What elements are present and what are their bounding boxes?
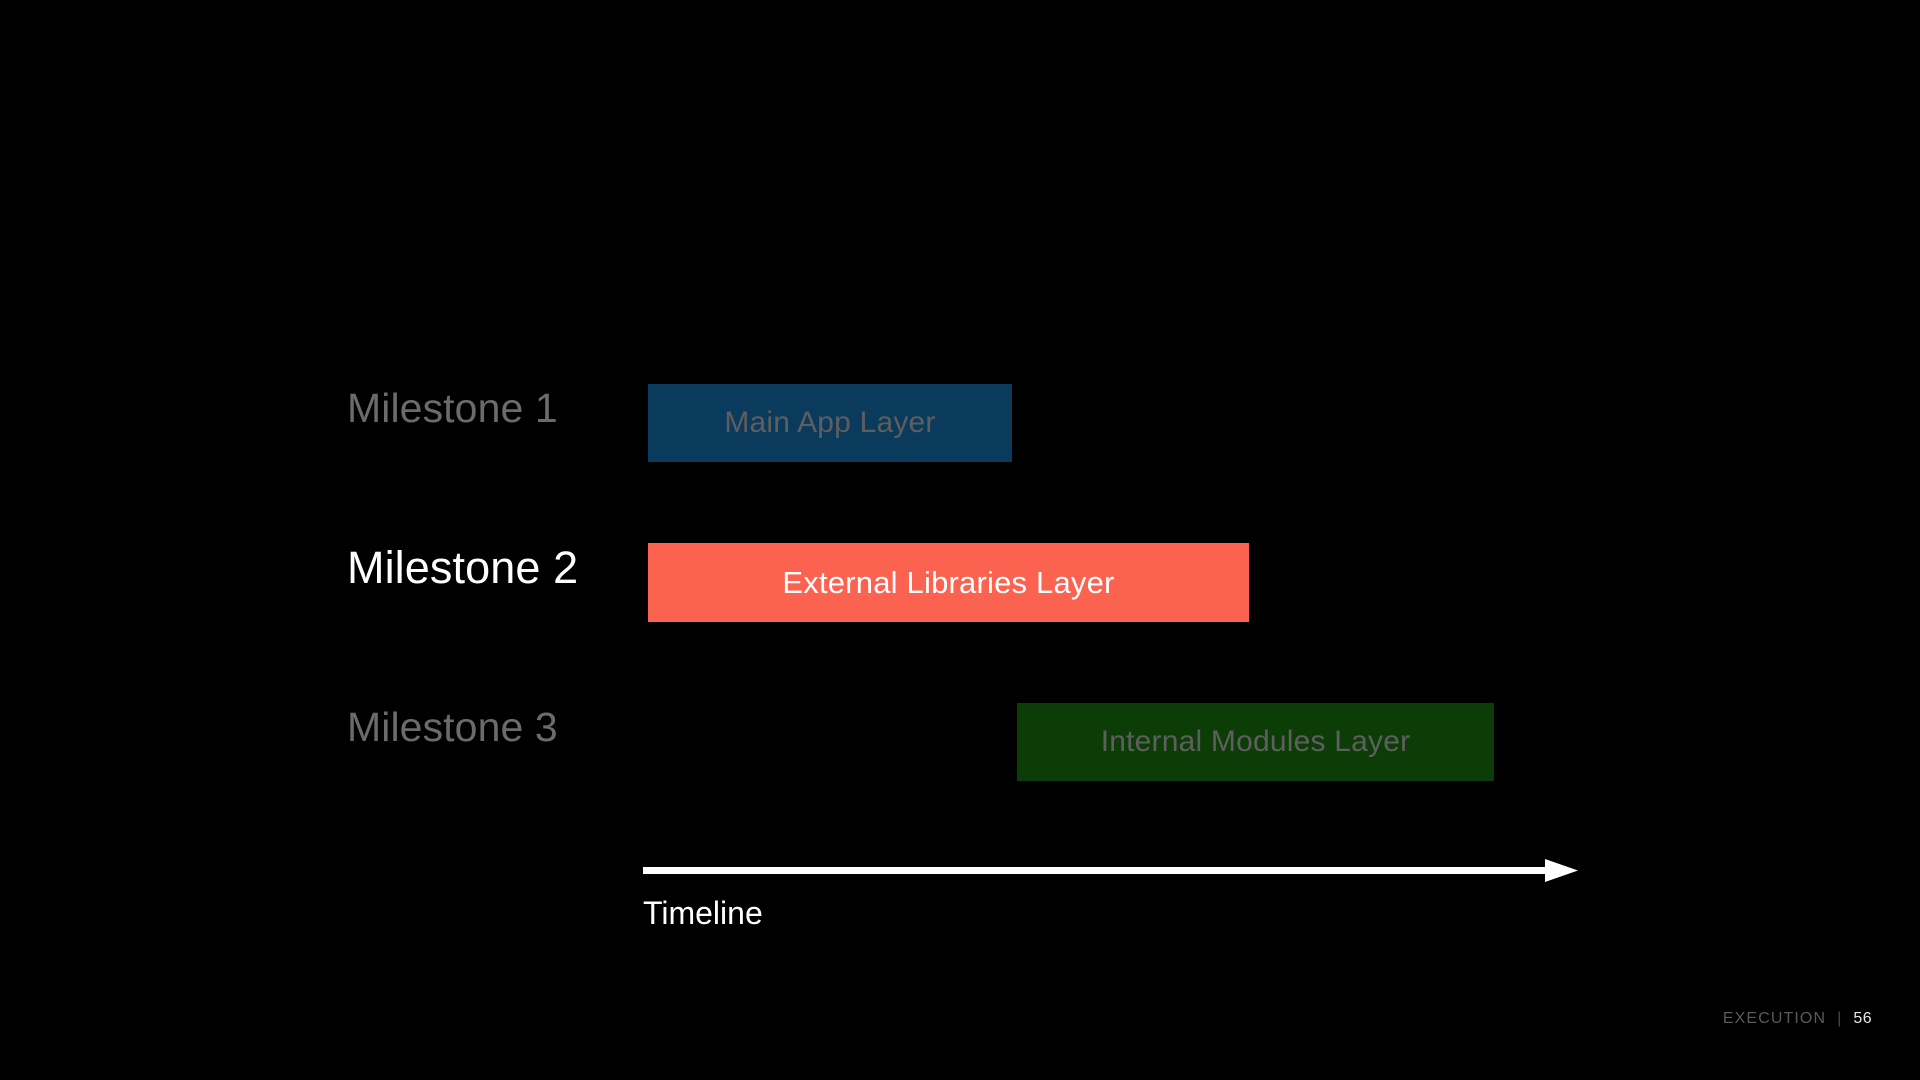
milestone-row: Milestone 1 Main App Layer bbox=[0, 384, 1920, 464]
milestone-bar-1: Main App Layer bbox=[648, 384, 1012, 462]
milestone-bar-3: Internal Modules Layer bbox=[1017, 703, 1494, 781]
milestone-label-2: Milestone 2 bbox=[347, 542, 579, 593]
milestone-bar-label-3: Internal Modules Layer bbox=[1100, 725, 1411, 758]
milestone-row: Milestone 2 External Libraries Layer bbox=[0, 542, 1920, 625]
footer-page-number: 56 bbox=[1853, 1010, 1872, 1027]
milestone-label-3: Milestone 3 bbox=[347, 704, 558, 750]
milestone-bar-label-1: Main App Layer bbox=[724, 406, 936, 439]
milestone-bar-2: External Libraries Layer bbox=[648, 543, 1249, 622]
milestone-label-1: Milestone 1 bbox=[347, 385, 558, 431]
milestone-bar-label-2: External Libraries Layer bbox=[782, 564, 1115, 600]
timeline-label: Timeline bbox=[643, 895, 763, 931]
timeline-arrow-icon bbox=[643, 859, 1578, 882]
slide-footer: EXECUTION | 56 bbox=[1723, 1010, 1872, 1028]
footer-section-name: EXECUTION bbox=[1722, 1010, 1827, 1027]
timeline-axis: Timeline bbox=[643, 845, 1583, 955]
footer-separator: | bbox=[1837, 1010, 1843, 1027]
milestone-row: Milestone 3 Internal Modules Layer bbox=[0, 703, 1920, 783]
